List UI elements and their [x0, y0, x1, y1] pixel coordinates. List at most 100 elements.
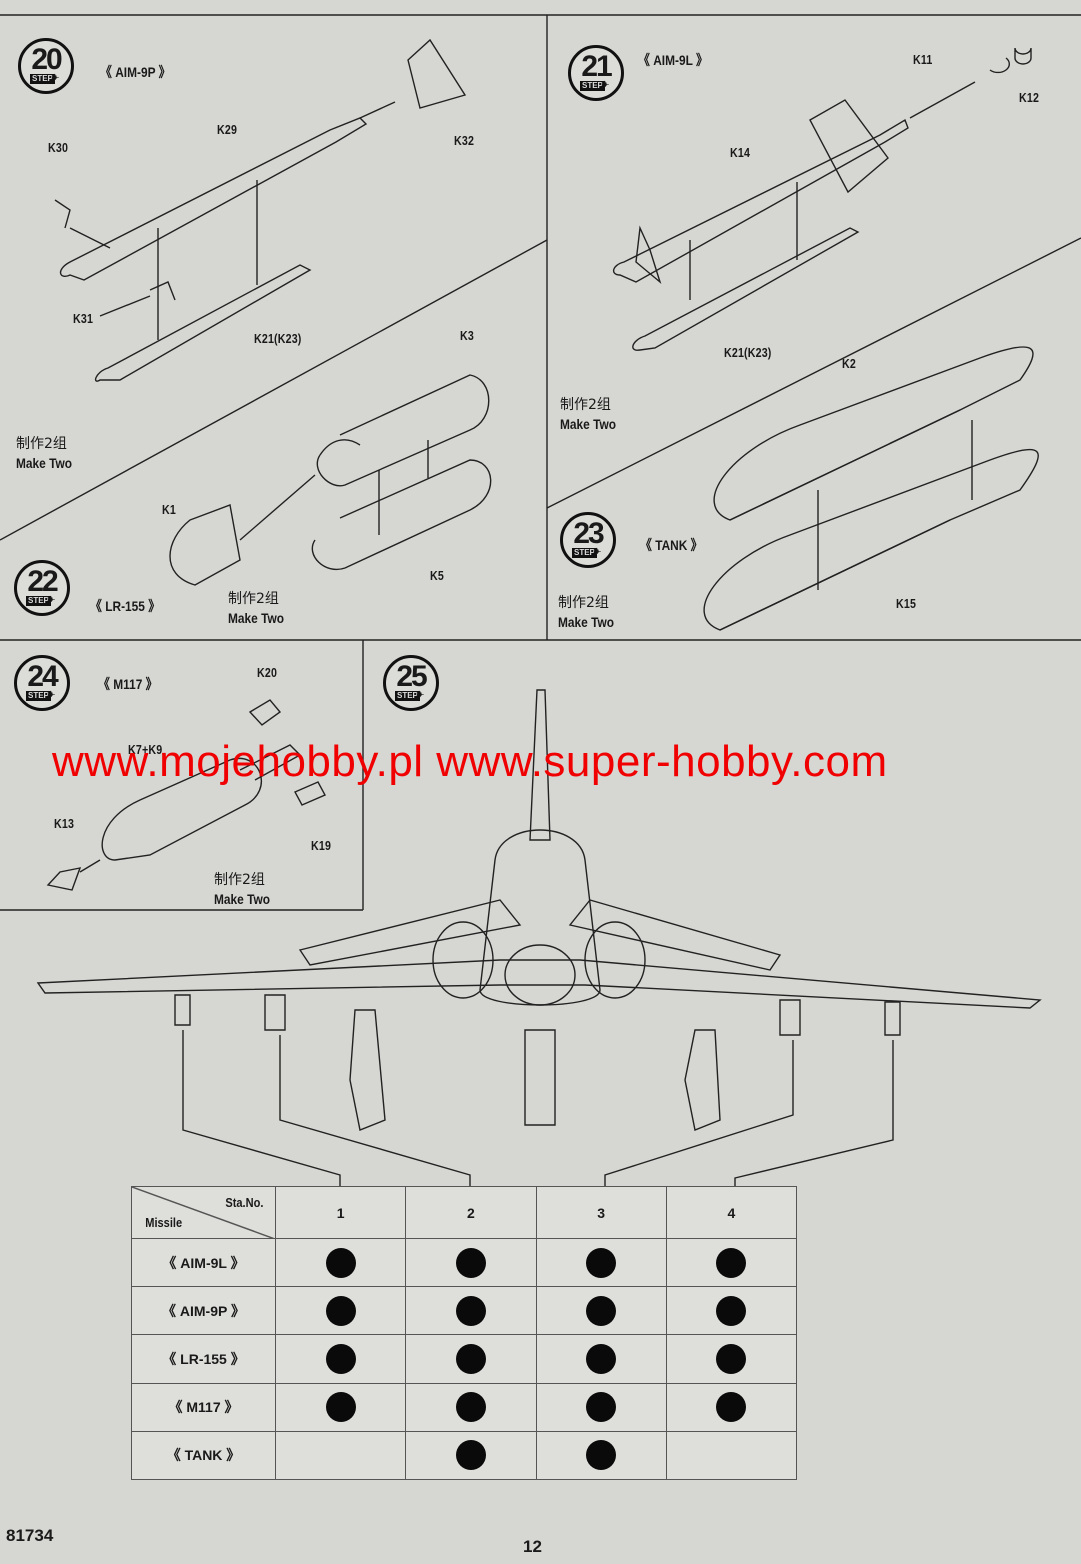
station-header: Sta.No.	[225, 1195, 264, 1210]
table-header-row: Sta.No. Missile 1 2 3 4	[131, 1186, 798, 1239]
table-row: 《 LR-155 》	[131, 1334, 798, 1384]
station-cell	[665, 1382, 798, 1432]
step-number: 25	[396, 660, 427, 693]
step-22-title: 《 LR-155 》	[90, 598, 161, 614]
watermark-text: www.mojehobby.pl www.super-hobby.com	[52, 737, 888, 786]
row-label: 《 AIM-9L 》	[131, 1237, 276, 1288]
station-cell	[535, 1286, 667, 1336]
aim-9p-drawing	[54, 38, 467, 382]
station-header-4: 4	[665, 1186, 798, 1239]
step-21-badge: 21 STEP ✈	[568, 45, 624, 101]
arrow-icon: ✈	[51, 73, 60, 84]
part-label-k21-a: K21(K23)	[254, 331, 302, 346]
make-two-note: Make Two	[560, 416, 616, 432]
station-cell	[665, 1237, 798, 1288]
step-23-title: 《 TANK 》	[640, 537, 703, 553]
station-loadout-table: Sta.No. Missile 1 2 3 4 《 AIM-9L 》 《 AIM…	[131, 1186, 798, 1481]
fit-dot-icon	[325, 1295, 356, 1326]
part-label-k15: K15	[896, 596, 917, 611]
station-cell	[405, 1237, 537, 1288]
part-label-k21-b: K21(K23)	[724, 345, 772, 360]
make-two-note-cn: 制作2组	[228, 591, 279, 607]
step-number: 22	[27, 565, 58, 598]
aim-9l-drawing	[613, 47, 1032, 351]
part-label-k7-k9: K7+K9	[128, 742, 163, 757]
make-two-note-cn: 制作2组	[560, 397, 611, 413]
table-row: 《 M117 》	[131, 1382, 798, 1432]
station-cell	[405, 1382, 537, 1432]
fit-dot-icon	[455, 1392, 486, 1423]
make-two-note: Make Two	[558, 614, 614, 630]
part-label-k29: K29	[217, 122, 238, 137]
fit-dot-icon	[455, 1247, 486, 1278]
fit-dot-icon	[716, 1295, 747, 1326]
part-label-k31: K31	[73, 311, 94, 326]
fit-dot-icon	[455, 1440, 486, 1471]
fit-dot-icon	[586, 1295, 617, 1326]
arrow-icon: ✈	[47, 690, 56, 701]
part-label-k2: K2	[842, 356, 856, 371]
fit-dot-icon	[716, 1247, 747, 1278]
m117-bomb-drawing	[46, 699, 326, 891]
station-cell	[665, 1334, 798, 1384]
arrow-icon: ✈	[416, 690, 425, 701]
part-label-k32: K32	[454, 133, 475, 148]
station-leader-lines	[182, 1030, 894, 1192]
fit-dot-icon	[586, 1247, 617, 1278]
step-25-badge: 25 STEP ✈	[383, 655, 439, 711]
part-label-k3: K3	[460, 328, 474, 343]
station-cell	[274, 1237, 407, 1288]
make-two-note: Make Two	[214, 891, 270, 907]
step-24-badge: 24 STEP ✈	[14, 655, 70, 711]
make-two-note-cn: 制作2组	[16, 436, 67, 452]
part-label-k13: K13	[54, 816, 75, 831]
part-label-k1: K1	[162, 502, 176, 517]
table-row: 《 AIM-9P 》	[131, 1286, 798, 1336]
station-cell	[665, 1286, 798, 1336]
step-20-title: 《 AIM-9P 》	[100, 64, 171, 80]
station-cell	[274, 1286, 407, 1336]
part-label-k19: K19	[311, 838, 332, 853]
fit-dot-icon	[716, 1392, 747, 1423]
step-label: STEP	[30, 74, 55, 84]
part-label-k5: K5	[430, 568, 444, 583]
fit-dot-icon	[325, 1247, 356, 1278]
step-label: STEP	[580, 81, 605, 91]
step-label: STEP	[395, 691, 420, 701]
station-cell	[405, 1334, 537, 1384]
part-label-k14: K14	[730, 145, 751, 160]
diagonal-divider	[132, 1187, 275, 1239]
fit-dot-icon	[716, 1343, 747, 1374]
arrow-icon: ✈	[47, 595, 56, 606]
fit-dot-icon	[325, 1343, 356, 1374]
station-cell	[274, 1382, 407, 1432]
part-label-k12: K12	[1019, 90, 1040, 105]
make-two-note: Make Two	[16, 455, 72, 471]
part-label-k20: K20	[257, 665, 278, 680]
part-label-k11: K11	[913, 52, 933, 67]
missile-header: Missile	[145, 1215, 183, 1230]
part-label-k30: K30	[48, 140, 69, 155]
fit-dot-icon	[586, 1343, 617, 1374]
station-cell	[405, 1430, 537, 1481]
make-two-note-cn: 制作2组	[558, 595, 609, 611]
fit-dot-icon	[325, 1392, 356, 1423]
row-label: 《 LR-155 》	[131, 1334, 276, 1384]
table-row: 《 AIM-9L 》	[131, 1237, 798, 1288]
step-22-badge: 22 STEP ✈	[14, 560, 70, 616]
fit-dot-icon	[586, 1392, 617, 1423]
row-label: 《 TANK 》	[131, 1430, 276, 1481]
step-24-title: 《 M117 》	[98, 676, 158, 692]
station-header-1: 1	[274, 1186, 407, 1239]
arrow-icon: ✈	[601, 80, 610, 91]
station-cell	[535, 1237, 667, 1288]
page-number: 12	[523, 1537, 542, 1556]
station-cell	[665, 1430, 798, 1481]
station-cell	[274, 1334, 407, 1384]
step-label: STEP	[26, 691, 51, 701]
make-two-note-cn: 制作2组	[214, 872, 265, 888]
station-cell	[274, 1430, 407, 1481]
kit-number: 81734	[6, 1526, 54, 1545]
station-cell	[535, 1334, 667, 1384]
